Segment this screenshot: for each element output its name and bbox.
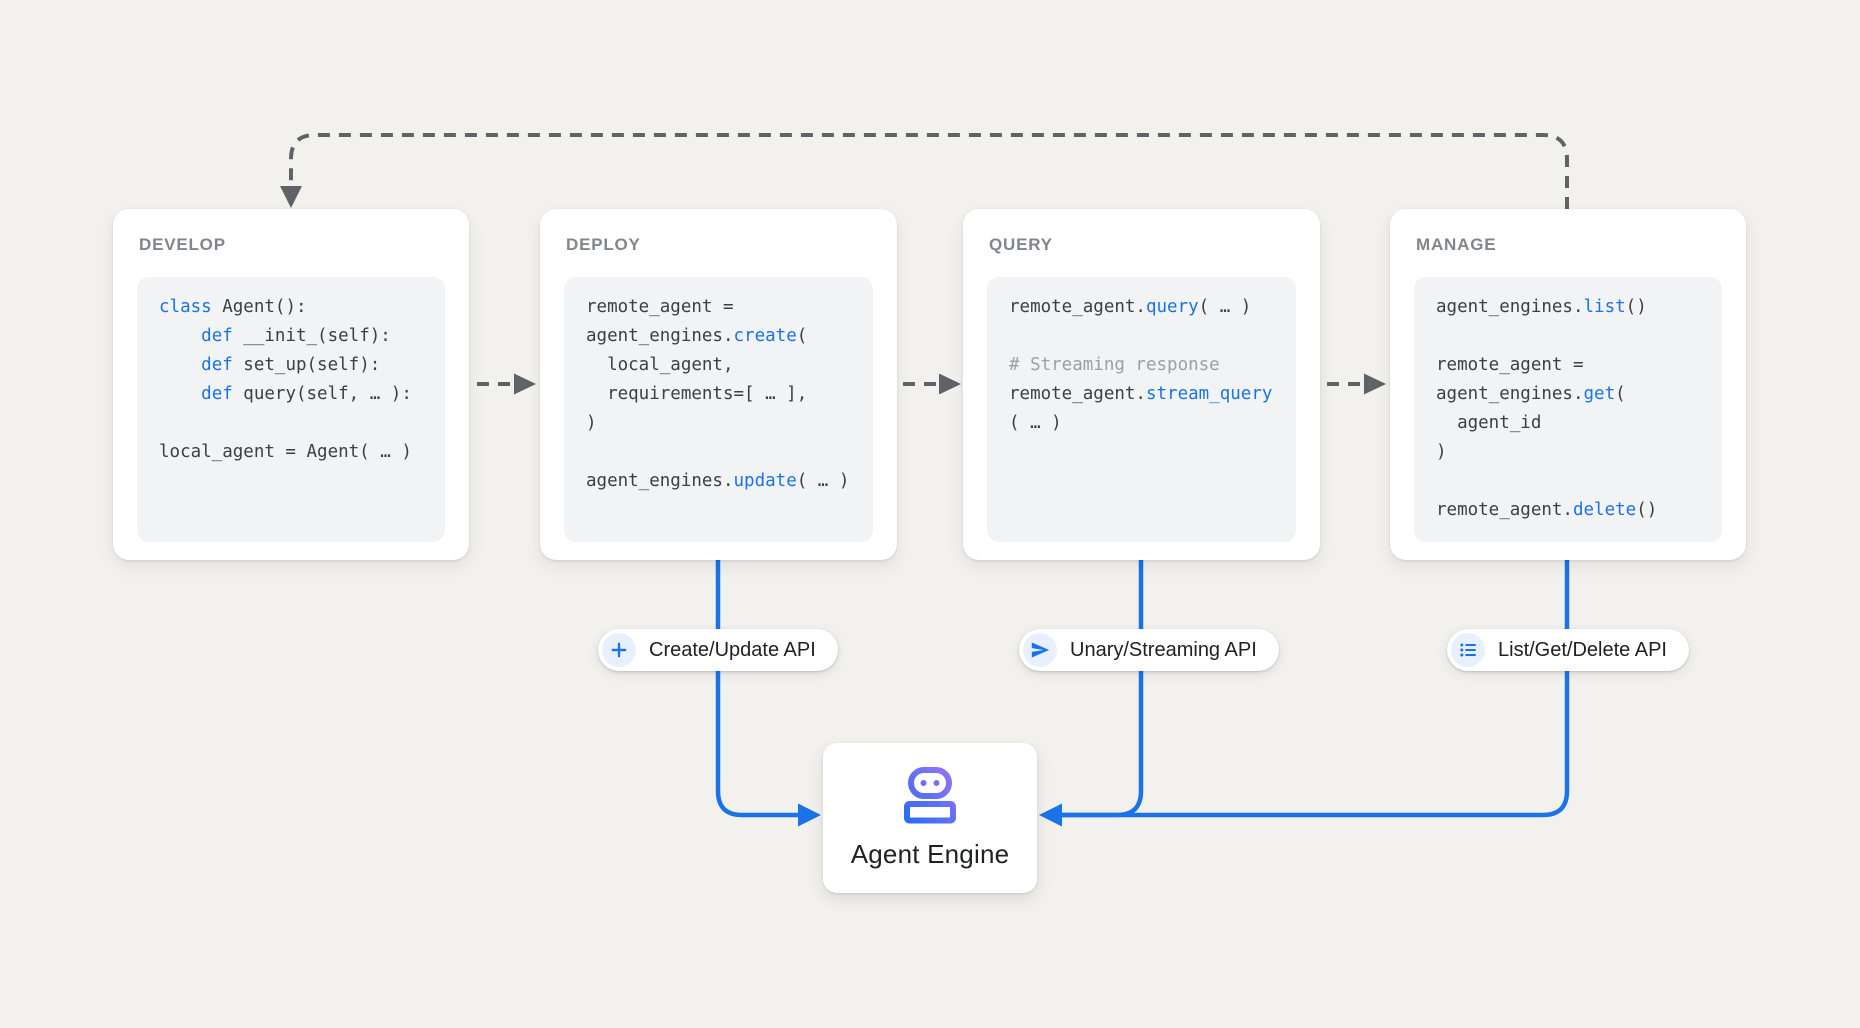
agent-engine-label: Agent Engine [850, 839, 1010, 869]
manage-card-title: MANAGE [1416, 235, 1497, 254]
query-code-block: remote_agent.query( … )# Streaming respo… [987, 277, 1296, 542]
list-icon [1451, 633, 1485, 667]
deploy-to-engine-line [715, 560, 798, 818]
agent-engine-node: Agent Engine [823, 743, 1037, 893]
list-get-delete-api-pill: List/Get/Delete API [1447, 629, 1689, 671]
develop-card: DEVELOP class Agent(): def __init_(self)… [113, 209, 469, 560]
manage-to-engine-line [1062, 560, 1570, 818]
send-icon [1023, 633, 1057, 667]
manage-card: MANAGE agent_engines.list()remote_agent … [1390, 209, 1746, 560]
robot-icon [899, 766, 961, 829]
manage-code-block: agent_engines.list()remote_agent =agent_… [1414, 277, 1722, 542]
deploy-to-engine-arrowhead [798, 803, 821, 827]
unary-streaming-api-pill: Unary/Streaming API [1019, 629, 1279, 671]
deploy-to-query-arrowhead [939, 373, 961, 395]
develop-card-title: DEVELOP [139, 235, 226, 254]
develop-to-deploy-arrowhead [514, 373, 536, 395]
deploy-code-block: remote_agent =agent_engines.create( loca… [564, 277, 873, 542]
plus-icon [602, 633, 636, 667]
develop-code-block: class Agent(): def __init_(self): def se… [137, 277, 445, 542]
deploy-card: DEPLOY remote_agent =agent_engines.creat… [540, 209, 897, 560]
pill-label: Unary/Streaming API [1070, 638, 1257, 661]
create-update-api-pill: Create/Update API [598, 629, 838, 671]
manage-to-develop-arrowhead [280, 186, 302, 208]
query-card-title: QUERY [989, 235, 1053, 254]
query-to-manage-arrowhead [1364, 373, 1386, 395]
pill-label: List/Get/Delete API [1498, 638, 1667, 661]
deploy-card-title: DEPLOY [566, 235, 641, 254]
manage-to-develop-dashed-line [289, 133, 1569, 209]
engine-inbound-arrowhead [1039, 803, 1062, 827]
pill-label: Create/Update API [649, 638, 816, 661]
query-to-engine-line [1062, 560, 1144, 818]
query-card: QUERY remote_agent.query( … )# Streaming… [963, 209, 1320, 560]
